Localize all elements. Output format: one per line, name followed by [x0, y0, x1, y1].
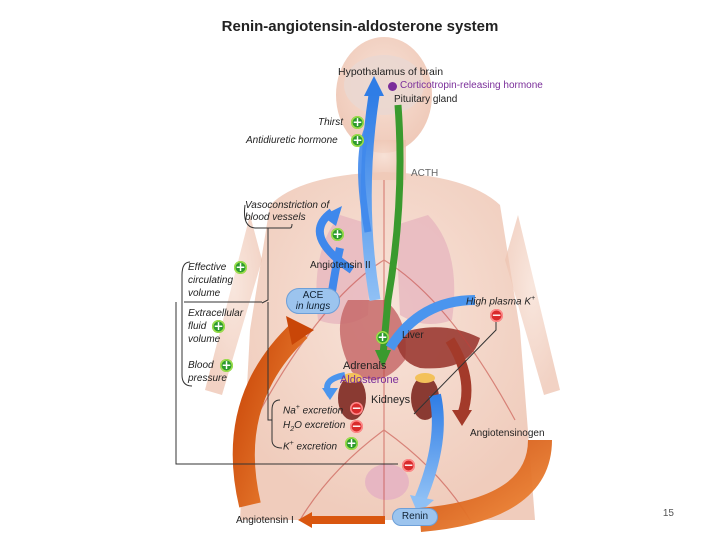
liver-label: Liver — [402, 330, 424, 342]
angiotensinogen-label: Angiotensinogen — [470, 428, 545, 440]
renin-feedback-minus-sign: − — [402, 459, 415, 472]
acth-label: ACTH — [411, 168, 438, 180]
diagram-title: Renin-angiotensin-aldosterone system — [0, 18, 720, 35]
page-number: 15 — [663, 508, 674, 519]
na-text: Na — [283, 405, 296, 416]
na-excretion-text: excretion — [300, 405, 343, 416]
adh-plus-sign: + — [351, 134, 364, 147]
high-k-sup: + — [531, 295, 535, 302]
bp-label-line1: Blood — [188, 360, 214, 372]
h2o-excretion-text: O excretion — [294, 420, 345, 431]
adh-label: Antidiuretic hormone — [246, 135, 338, 147]
renin-pill: Renin — [392, 508, 438, 526]
na-minus-sign: − — [350, 402, 363, 415]
ecf-label-line3: volume — [188, 334, 220, 346]
high-k-label: High plasma K+ — [466, 293, 535, 308]
ang1-label: Angiotensin I — [236, 515, 294, 527]
adrenals-label: Adrenals — [343, 360, 386, 372]
k-excretion-text: excretion — [294, 441, 337, 452]
hypothalamus-label: Hypothalamus of brain — [338, 66, 443, 78]
ecf-plus-sign: + — [212, 320, 225, 333]
vaso-label-line1: Vasoconstriction of — [245, 200, 329, 212]
k-plus-sign: + — [345, 437, 358, 450]
thirst-plus-sign: + — [351, 116, 364, 129]
pituitary-label: Pituitary gland — [394, 94, 457, 106]
bp-plus-sign: + — [220, 359, 233, 372]
effective-label-line3: volume — [188, 288, 220, 300]
k-text: K — [283, 441, 290, 452]
adrenal-right — [415, 373, 435, 383]
vaso-label-line2: blood vessels — [245, 212, 306, 224]
effective-label-line2: circulating — [188, 275, 233, 287]
bp-label-line2: pressure — [188, 373, 227, 385]
thirst-label: Thirst — [318, 117, 343, 129]
kidneys-label: Kidneys — [371, 394, 410, 406]
ace-label: ACE — [287, 289, 339, 301]
crh-label: Corticotropin-releasing hormone — [400, 80, 543, 92]
h2o-excretion-label: H2O excretion — [283, 420, 345, 436]
ace-in-lungs-pill: ACE in lungs — [286, 288, 340, 314]
na-excretion-label: Na+ excretion — [283, 402, 343, 417]
high-k-text: High plasma K — [466, 296, 531, 307]
vaso-plus-sign: + — [331, 228, 344, 241]
k-excretion-label: K+ excretion — [283, 438, 337, 453]
h2o-minus-sign: − — [350, 420, 363, 433]
aldosterone-label: Aldosterone — [340, 374, 399, 386]
high-k-minus-sign: − — [490, 309, 503, 322]
ace-lungs-label: in lungs — [287, 301, 339, 312]
adrenal-plus-sign: + — [376, 331, 389, 344]
effective-label-line1: Effective — [188, 262, 226, 274]
effective-plus-sign: + — [234, 261, 247, 274]
pituitary-marker — [388, 82, 397, 91]
ecf-label-line2: fluid — [188, 321, 206, 333]
ang2-label: Angiotensin II — [310, 260, 371, 272]
renin-label: Renin — [402, 511, 428, 522]
